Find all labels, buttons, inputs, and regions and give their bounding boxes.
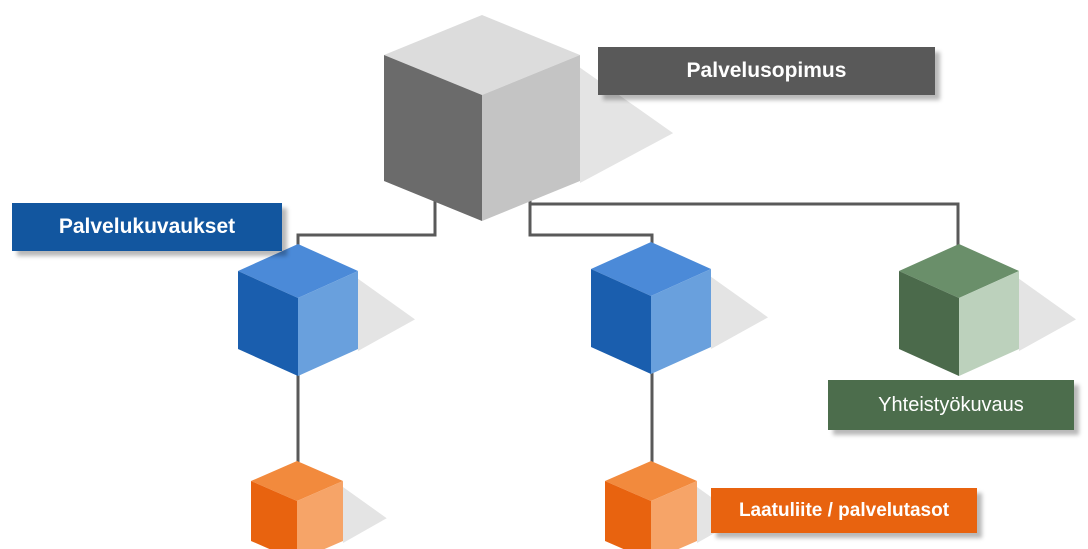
cube-palvelusopimus-shadow: [580, 67, 674, 183]
cube-palvelukuvaukset: [238, 244, 358, 376]
node-label-palvelukuvaukset: Palvelukuvaukset: [12, 203, 282, 251]
node-label-laatuliite: Laatuliite / palvelutasot: [711, 488, 977, 533]
connector-main-to-right: [530, 202, 960, 262]
cube-yhteistyokuvaus: [899, 244, 1019, 376]
cube-middle-shadow: [711, 276, 768, 349]
node-label-yhteistyokuvaus: Yhteistyökuvaus: [828, 380, 1074, 430]
cube-yhteistyokuvaus-shadow: [1019, 278, 1076, 351]
cube-palvelukuvaukset-shadow: [358, 278, 415, 351]
cube-palvelusopimus: [384, 15, 580, 221]
cube-laatuliite-right-face: [651, 481, 697, 549]
cube-laatu-left: [251, 461, 343, 549]
cube-laatuliite: [605, 461, 697, 549]
cube-laatu-left-left-face: [251, 481, 297, 549]
cube-middle-left-face: [591, 269, 651, 374]
cube-palvelukuvaukset-left-face: [238, 271, 298, 376]
cube-middle-right-face: [651, 269, 711, 374]
cube-laatu-left-right-face: [297, 481, 343, 549]
cube-laatuliite-left-face: [605, 481, 651, 549]
node-label-palvelusopimus: Palvelusopimus: [598, 47, 935, 95]
cube-laatu-left-shadow: [343, 487, 387, 543]
cube-yhteistyokuvaus-left-face: [899, 271, 959, 376]
cube-palvelusopimus-left-face: [384, 55, 482, 221]
cube-middle: [591, 242, 711, 374]
cube-yhteistyokuvaus-right-face: [959, 271, 1019, 376]
cube-palvelusopimus-right-face: [482, 55, 580, 221]
cube-palvelukuvaukset-right-face: [298, 271, 358, 376]
